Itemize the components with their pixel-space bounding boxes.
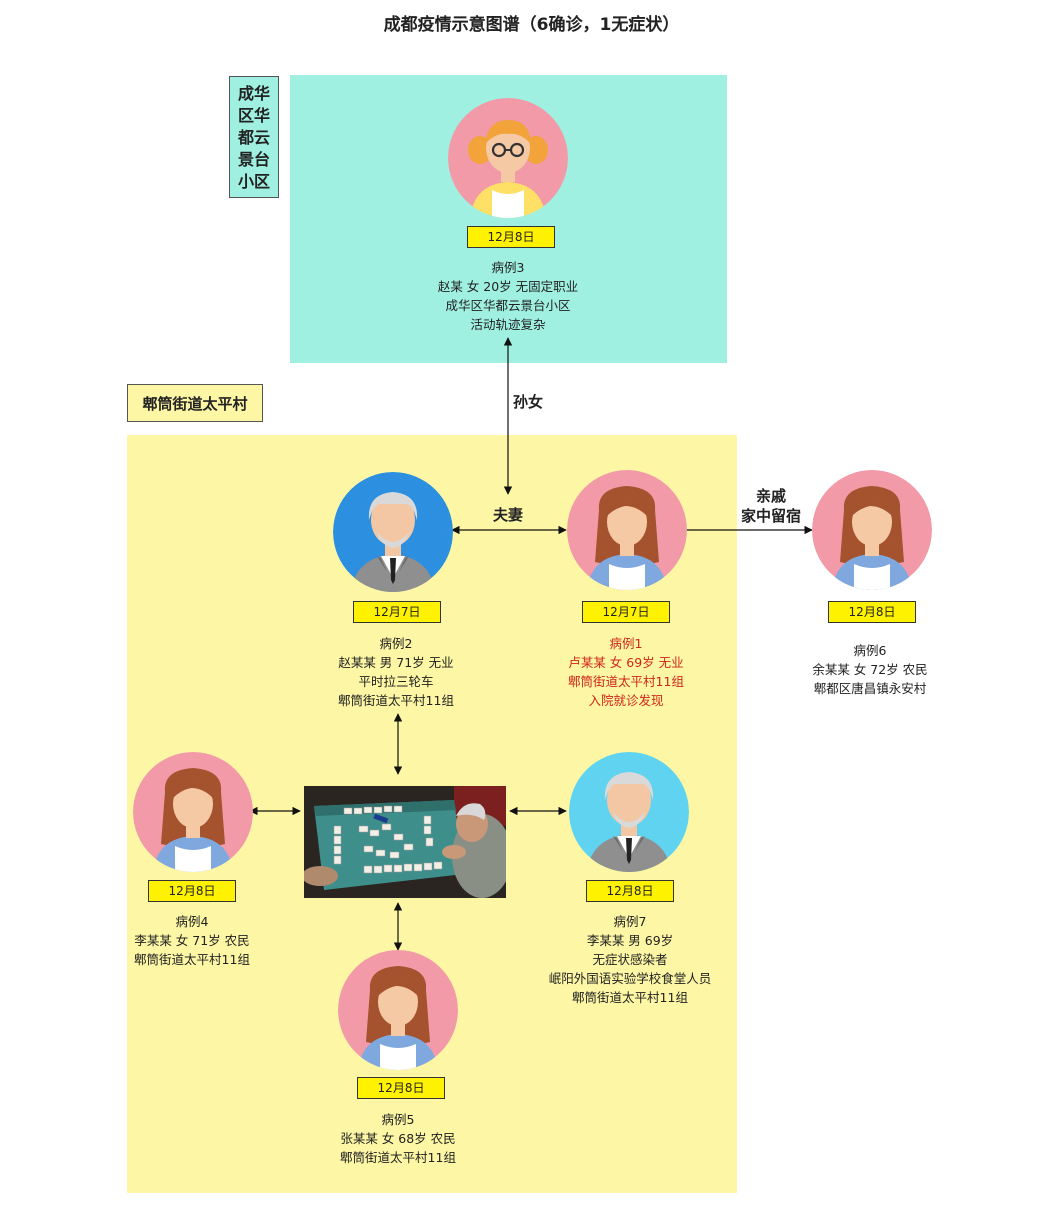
case2-info: 病例2 赵某某 男 71岁 无业 平时拉三轮车 郫筒街道太平村11组 — [266, 634, 526, 710]
region-label-line: 区华 — [237, 106, 270, 125]
case3-line: 赵某 女 20岁 无固定职业 — [437, 279, 579, 294]
case2-avatar-icon — [333, 472, 453, 592]
case4-line: 病例4 — [175, 914, 209, 929]
region-label-line: 都云 — [237, 128, 270, 147]
case7-date-badge: 12月8日 — [586, 880, 674, 902]
case1-line: 卢某某 女 69岁 无业 — [568, 655, 684, 670]
case3-date-badge: 12月8日 — [467, 226, 555, 248]
case3-line: 活动轨迹复杂 — [470, 317, 546, 332]
case5-date-badge: 12月8日 — [357, 1077, 445, 1099]
case7-line: 李某某 男 69岁 — [586, 933, 674, 948]
case3-info: 病例3 赵某 女 20岁 无固定职业 成华区华都云景台小区 活动轨迹复杂 — [378, 258, 638, 334]
case7-avatar-icon — [569, 752, 689, 872]
case4-line: 郫筒街道太平村11组 — [134, 952, 250, 967]
case6-line: 病例6 — [853, 643, 887, 658]
case4-info: 病例4 李某某 女 71岁 农民 郫筒街道太平村11组 — [62, 912, 322, 969]
mahjong-table-image — [304, 786, 506, 898]
region-label-line: 成华 — [237, 84, 270, 103]
relation-relative: 亲戚 家中留宿 — [728, 486, 814, 526]
mahjong-photo — [304, 786, 506, 898]
case2-line: 平时拉三轮车 — [358, 674, 434, 689]
case7-info: 病例7 李某某 男 69岁 无症状感染者 岷阳外国语实验学校食堂人员 郫筒街道太… — [500, 912, 760, 1007]
case5-line: 郫筒街道太平村11组 — [340, 1150, 456, 1165]
region-label-line: 景台 — [237, 150, 270, 169]
case7-line: 病例7 — [613, 914, 647, 929]
case1-line: 入院就诊发现 — [588, 693, 664, 708]
case7-line: 岷阳外国语实验学校食堂人员 — [548, 971, 712, 986]
case2-line: 赵某某 男 71岁 无业 — [338, 655, 454, 670]
relation-granddaughter: 孙女 — [512, 393, 543, 411]
case3-line: 病例3 — [491, 260, 525, 275]
relation-relative-line2: 家中留宿 — [740, 507, 801, 525]
relation-couple: 夫妻 — [492, 506, 523, 524]
case5-info: 病例5 张某某 女 68岁 农民 郫筒街道太平村11组 — [268, 1110, 528, 1167]
taiping-region-label: 郫筒街道太平村 — [127, 384, 263, 422]
case3-line: 成华区华都云景台小区 — [445, 298, 571, 313]
case2-date-badge: 12月7日 — [353, 601, 441, 623]
case2-line: 病例2 — [379, 636, 413, 651]
case5-avatar-icon — [338, 950, 458, 1070]
case1-line: 郫筒街道太平村11组 — [568, 674, 684, 689]
case1-date-badge: 12月7日 — [582, 601, 670, 623]
region-label-line: 小区 — [237, 172, 270, 191]
case2-line: 郫筒街道太平村11组 — [338, 693, 454, 708]
case3-avatar-icon — [448, 98, 568, 218]
case4-date-badge: 12月8日 — [148, 880, 236, 902]
case4-line: 李某某 女 71岁 农民 — [134, 933, 250, 948]
case6-line: 余某某 女 72岁 农民 — [812, 662, 928, 677]
case1-avatar-icon — [567, 470, 687, 590]
page-title: 成都疫情示意图谱（6确诊，1无症状） — [383, 15, 680, 35]
relation-relative-line1: 亲戚 — [755, 487, 786, 505]
chenghua-region-label: 成华 区华 都云 景台 小区 — [229, 76, 279, 198]
case4-avatar-icon — [133, 752, 253, 872]
case6-line: 郫都区唐昌镇永安村 — [813, 681, 927, 696]
case1-info: 病例1 卢某某 女 69岁 无业 郫筒街道太平村11组 入院就诊发现 — [496, 634, 756, 710]
case6-info: 病例6 余某某 女 72岁 农民 郫都区唐昌镇永安村 — [740, 641, 1000, 698]
case7-line: 无症状感染者 — [592, 952, 668, 967]
case6-date-badge: 12月8日 — [828, 601, 916, 623]
case5-line: 张某某 女 68岁 农民 — [340, 1131, 456, 1146]
case1-line: 病例1 — [609, 636, 643, 651]
case5-line: 病例5 — [381, 1112, 415, 1127]
case7-line: 郫筒街道太平村11组 — [572, 990, 688, 1005]
case6-avatar-icon — [812, 470, 932, 590]
